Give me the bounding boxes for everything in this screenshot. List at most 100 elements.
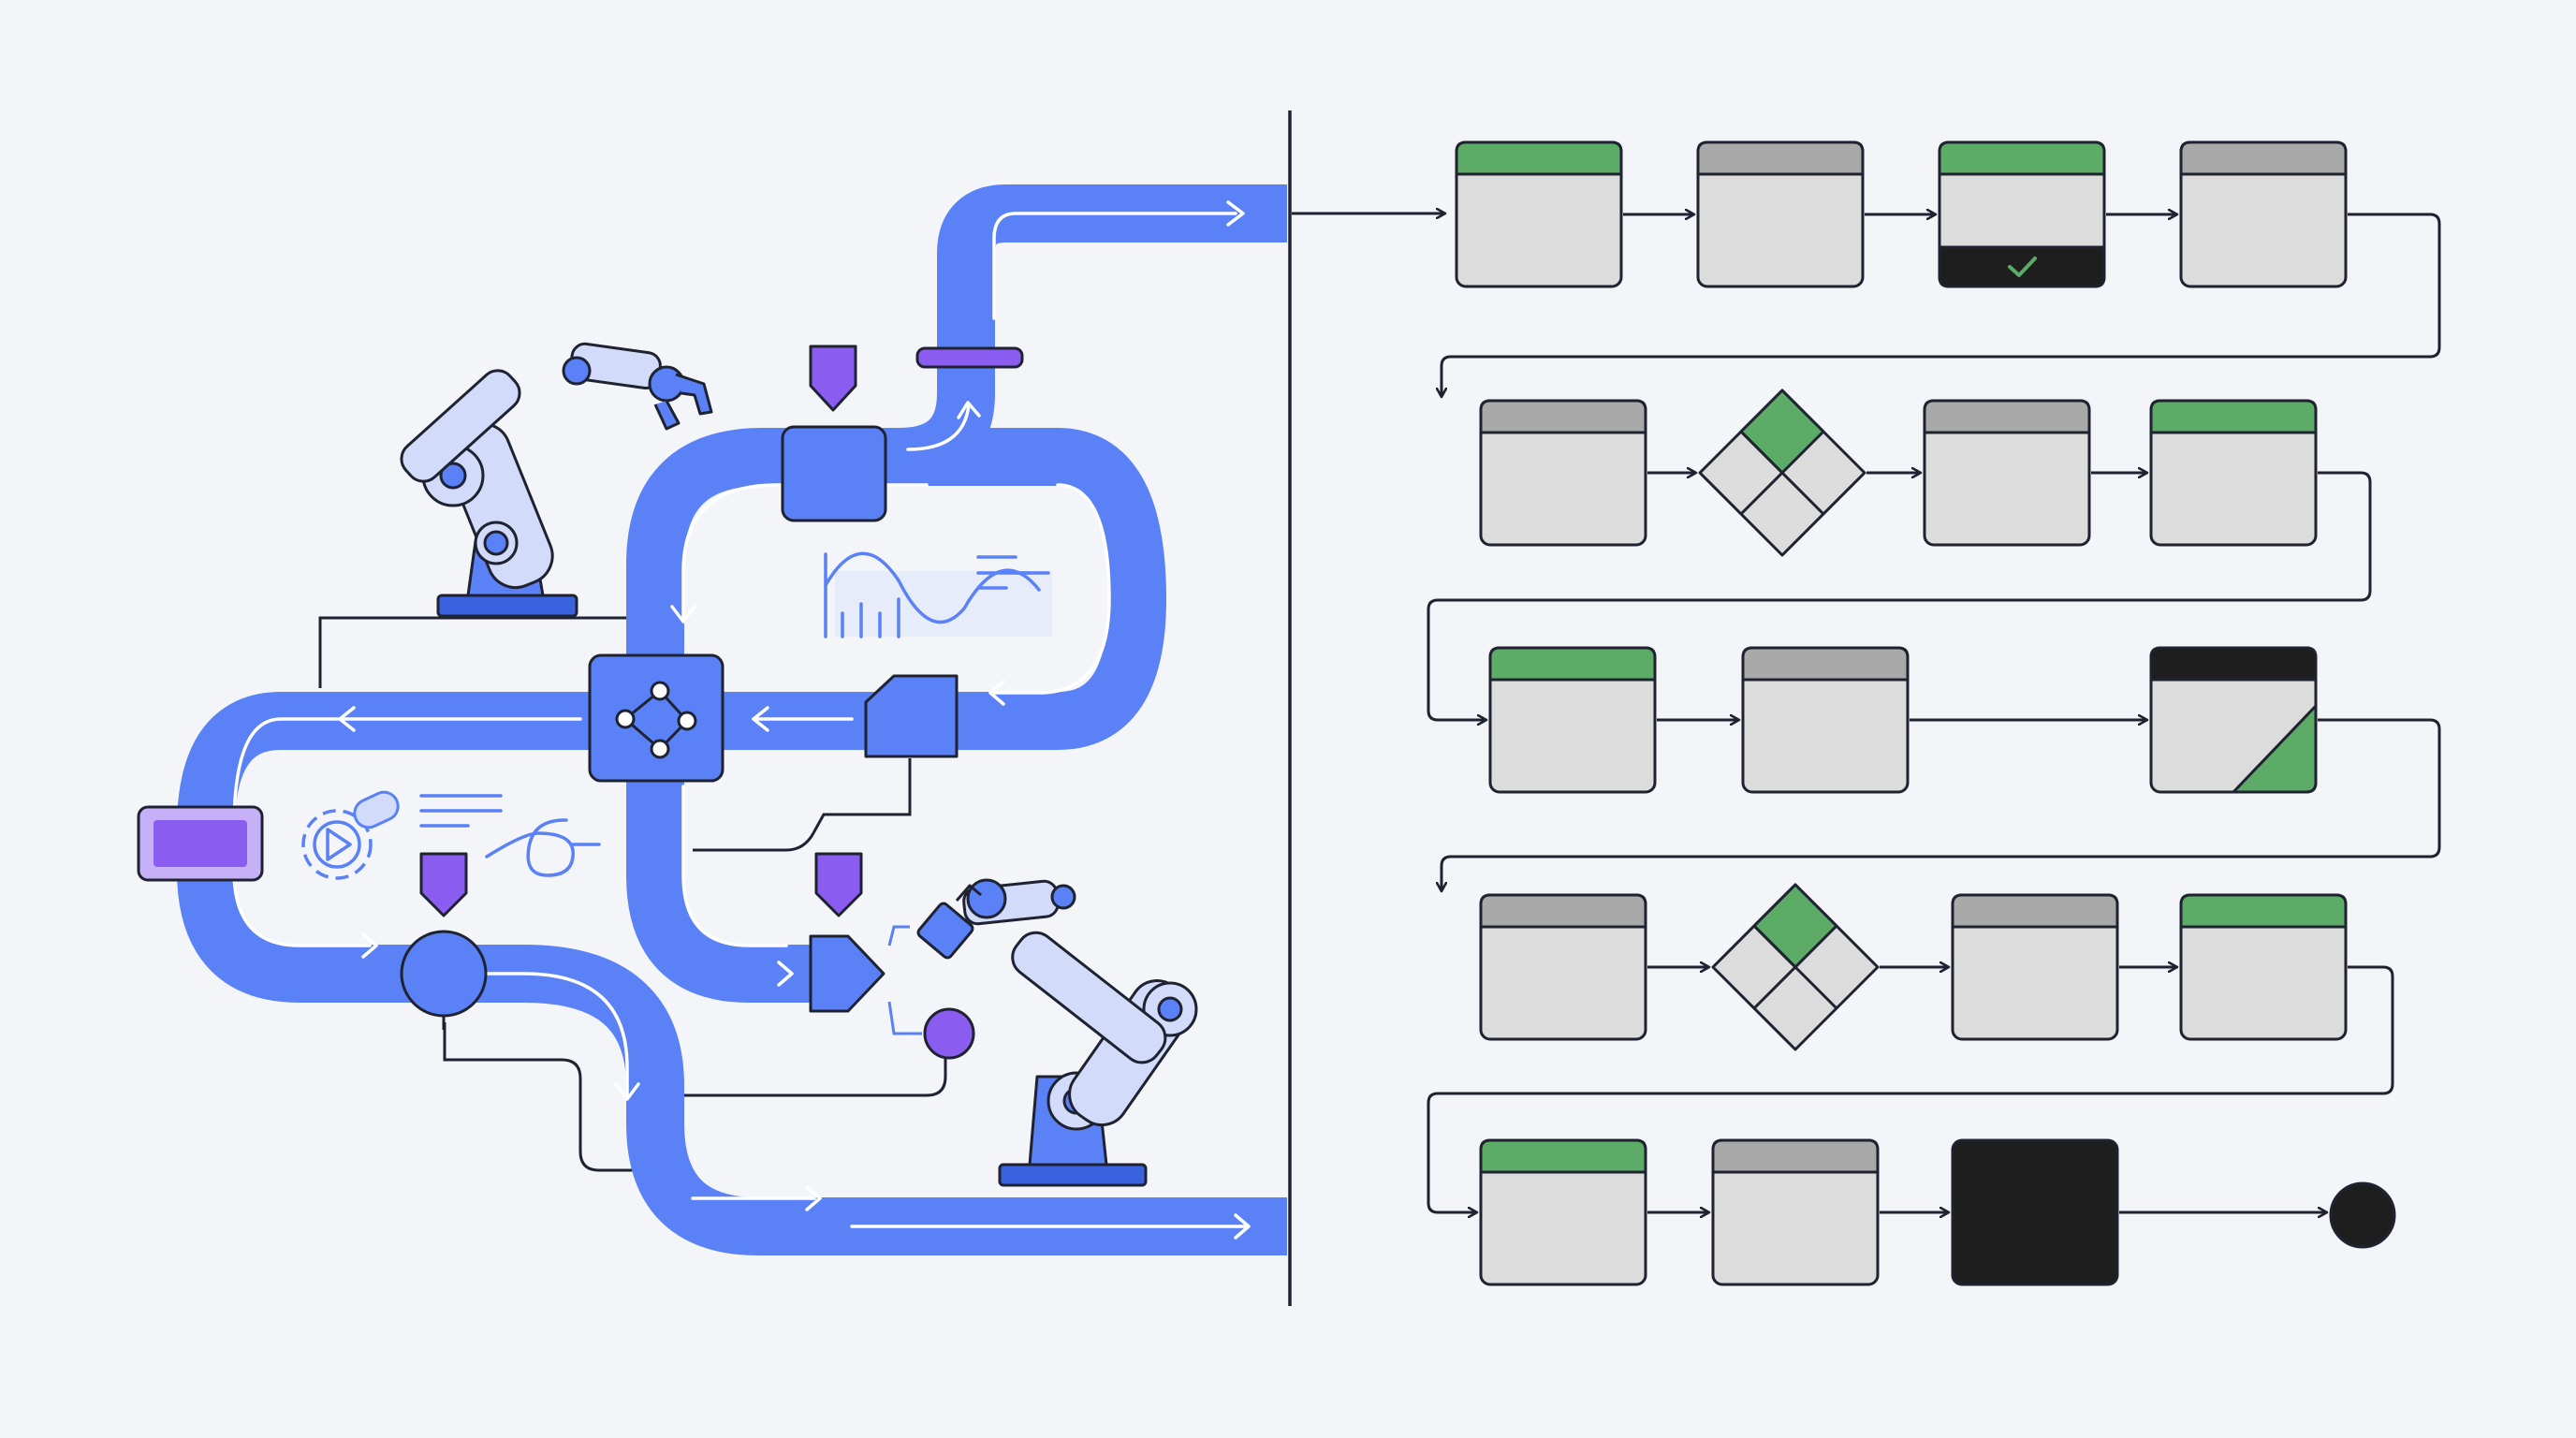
connector-lines xyxy=(318,616,947,1172)
card-header xyxy=(1951,893,2119,929)
station-pentagon xyxy=(809,934,886,1013)
station-circle xyxy=(400,930,488,1018)
text-lines-icon xyxy=(419,794,503,828)
check-icon xyxy=(2008,257,2037,277)
pipe-coupling xyxy=(915,346,1024,369)
pill-icon xyxy=(353,790,400,829)
workflow-node-gray xyxy=(1951,893,2119,1041)
robot-arm-top-wrist xyxy=(562,356,592,386)
marker-top xyxy=(809,345,857,412)
lane-ring-right xyxy=(990,483,1111,695)
lane-bottom xyxy=(485,972,629,1097)
robot-arm-top-wrist-hand xyxy=(648,365,685,403)
card-header xyxy=(2179,140,2348,176)
workflow-node-gray xyxy=(1479,893,1647,1041)
robot-arm-top-upper xyxy=(400,369,521,483)
belt-hub-branch xyxy=(626,716,828,1003)
lane-arrow-down xyxy=(614,1082,640,1101)
lane-arrow-up xyxy=(957,401,981,419)
workflow-node-solid xyxy=(1951,1138,2119,1286)
workflow-node-green xyxy=(1455,140,1623,288)
lane-arrow-left3 xyxy=(338,706,356,732)
robot-arm-bottom-base-plate xyxy=(998,1163,1148,1187)
card-header xyxy=(1479,399,1647,434)
lane-arrow-br xyxy=(777,961,794,987)
workflow-node-decision xyxy=(1698,389,1866,557)
lane-bottom-long xyxy=(691,1196,1247,1228)
card-header xyxy=(2149,399,2318,434)
robot-arm-bottom-upper xyxy=(1011,931,1167,1064)
input-terminal-screen xyxy=(154,820,247,867)
connector-line-pipe xyxy=(655,1049,947,1097)
lane-branch xyxy=(681,785,788,947)
station-top xyxy=(781,425,887,522)
workflow-node-end xyxy=(2329,1181,2396,1249)
lane-arrowheads xyxy=(338,200,1251,1240)
wrap-arrow xyxy=(1427,965,2394,1212)
robot-arm-top-shoulder-core xyxy=(483,530,509,556)
connector-line-mid xyxy=(693,758,912,852)
robot-arm-top-elbow-core xyxy=(439,462,467,490)
lane-left xyxy=(232,717,582,947)
workflow-node-green xyxy=(1488,646,1657,794)
workflow-node-green xyxy=(1479,1138,1647,1286)
card-footer xyxy=(1938,245,2106,288)
belt-ring xyxy=(655,428,1166,750)
chart-area xyxy=(835,571,1052,637)
card-header xyxy=(1479,1138,1647,1174)
connector-line-top xyxy=(318,616,637,688)
card-header xyxy=(1696,140,1865,176)
card-header xyxy=(1741,646,1910,682)
chart-icon xyxy=(824,551,1052,638)
workflow-node-green-check xyxy=(1938,140,2106,288)
decision-diamond-lines xyxy=(1752,924,1838,1010)
solid-block xyxy=(1951,1138,2119,1286)
robot-arm-bottom-gripper xyxy=(916,902,974,960)
lane-arrow-b2 xyxy=(1234,1213,1251,1240)
robot-arm-top xyxy=(400,342,713,618)
workflow-grid xyxy=(1427,140,2441,1286)
robot-arm-top-gripper xyxy=(653,373,713,431)
station-hexagon xyxy=(864,674,959,758)
card-header xyxy=(1923,399,2091,434)
workflow-node-gray xyxy=(1741,646,1910,794)
card-header xyxy=(1455,140,1623,176)
robot-arm-top-base-plate xyxy=(436,594,578,618)
factory-conveyor xyxy=(137,184,1287,1255)
decision-diamond-lines xyxy=(1739,430,1825,516)
wrap-arrow xyxy=(1427,471,2372,720)
robot-arm-bottom xyxy=(916,878,1198,1187)
workflow-node-gray xyxy=(1479,399,1647,547)
lane-arrow-top xyxy=(1226,200,1245,227)
robot-arm-bottom-wrist xyxy=(966,878,1007,919)
workflow-node-decision xyxy=(1711,883,1880,1051)
card-split-fill xyxy=(2232,704,2318,794)
lane-arrow-ring xyxy=(988,680,1005,706)
marker-left xyxy=(419,852,468,917)
workflow-node-gray xyxy=(1923,399,2091,547)
end-terminal xyxy=(2329,1181,2396,1249)
robot-arm-bottom-gripper-jaw xyxy=(955,884,982,902)
station-hub xyxy=(588,653,724,783)
robot-arm-bottom-shoulder xyxy=(1050,884,1076,910)
workflow-node-split xyxy=(2149,646,2318,794)
marker-right xyxy=(814,852,863,917)
lane-arrow-b1 xyxy=(805,1185,822,1211)
card-header xyxy=(2179,893,2348,929)
robot-arm-bottom-elbow-core xyxy=(1157,996,1183,1022)
workflow-node-gray xyxy=(1711,1138,1880,1286)
lane-top xyxy=(992,212,1237,320)
workflow-node-gray xyxy=(2179,140,2348,288)
workflow-node-green xyxy=(2179,893,2348,1041)
network-icon xyxy=(615,681,697,759)
card-header xyxy=(1479,893,1647,929)
lane-top-left xyxy=(681,483,929,620)
workflow-node-green xyxy=(2149,399,2318,547)
gear-play-icon xyxy=(301,809,373,880)
card-header xyxy=(1711,1138,1880,1174)
card-header xyxy=(2149,646,2318,682)
card-header xyxy=(1938,140,2106,176)
lane-arrow-left1 xyxy=(670,605,696,624)
